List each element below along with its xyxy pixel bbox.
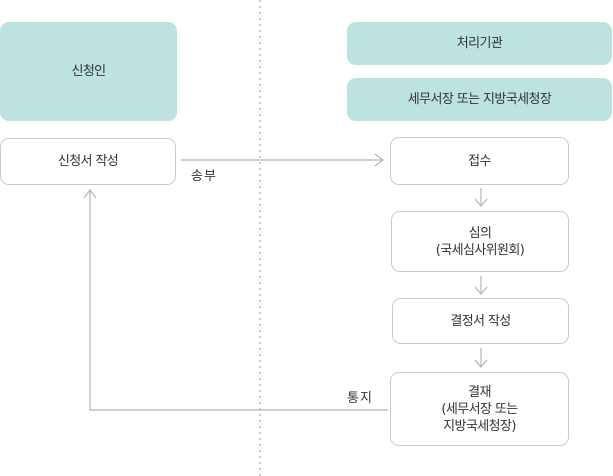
review-sublabel: (국세심사위원회) — [435, 242, 525, 258]
arrowhead-decision-to-approval — [474, 359, 488, 368]
send-label: 송부 — [191, 169, 217, 184]
arrowhead-receipt-to-review — [474, 198, 488, 207]
review-label: 심의 — [468, 225, 492, 241]
notify-label: 통지 — [347, 391, 373, 406]
approval-sublabel-1: (세무서장 또는 — [441, 401, 518, 417]
application-writing-step: 신청서 작성 — [0, 138, 176, 185]
approval-step: 결재 (세무서장 또는 지방국세청장) — [390, 372, 569, 446]
receipt-step: 접수 — [390, 137, 569, 185]
notify-arrowhead — [83, 189, 97, 199]
applicant-header-label: 신청인 — [71, 64, 106, 79]
notify-arrow-line — [89, 191, 388, 411]
review-step: 심의 (국세심사위원회) — [391, 211, 569, 272]
applicant-header: 신청인 — [0, 22, 177, 121]
arrowhead-review-to-decision — [474, 286, 488, 295]
send-arrowhead — [374, 153, 384, 167]
approval-sublabel-2: 지방국세청장) — [443, 418, 516, 434]
agency-header: 처리기관 — [347, 22, 612, 65]
decision-writing-label: 결정서 작성 — [450, 313, 511, 329]
decision-writing-step: 결정서 작성 — [392, 298, 569, 344]
agency-subheader-label: 세무서장 또는 지방국세청장 — [407, 92, 552, 107]
application-writing-label: 신청서 작성 — [57, 154, 119, 169]
agency-subheader: 세무서장 또는 지방국세청장 — [347, 78, 612, 121]
approval-label: 결재 — [468, 384, 491, 400]
receipt-label: 접수 — [468, 153, 491, 169]
agency-header-label: 처리기관 — [456, 36, 503, 51]
